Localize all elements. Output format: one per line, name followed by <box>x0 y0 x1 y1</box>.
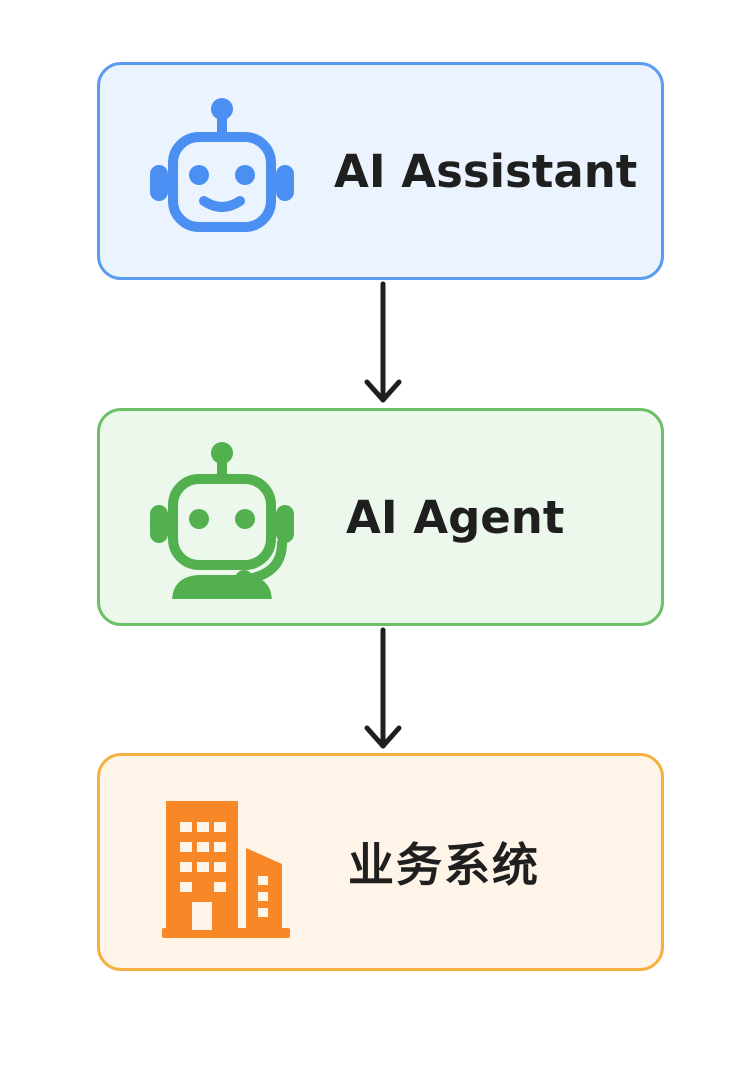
node-ai-agent: AI Agent <box>97 408 664 626</box>
node-label: AI Agent <box>346 490 565 544</box>
arrow-down <box>355 280 411 408</box>
arrow-down <box>355 626 411 754</box>
node-ai-assistant: AI Assistant <box>97 62 664 280</box>
node-label: 业务系统 <box>348 838 540 892</box>
office-building-icon <box>142 784 302 944</box>
node-business-system: 业务系统 <box>97 753 664 971</box>
node-label: AI Assistant <box>334 144 638 198</box>
robot-headset-icon <box>142 439 302 599</box>
robot-icon <box>142 93 302 253</box>
